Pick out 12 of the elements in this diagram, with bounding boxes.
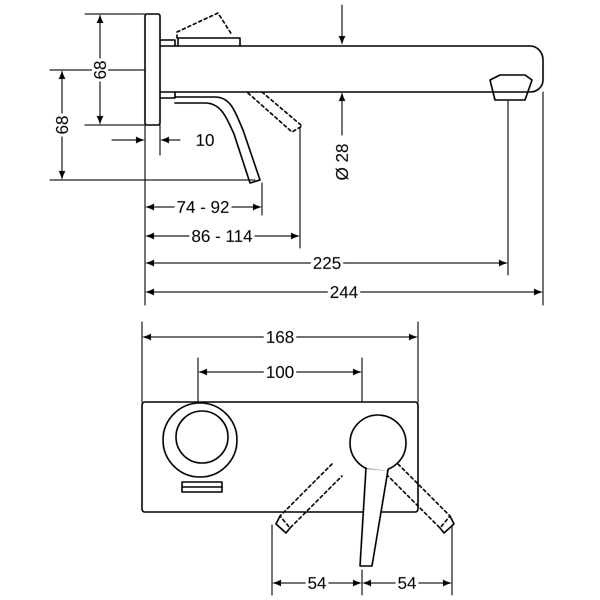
dimension-label: 68 <box>92 58 108 82</box>
dimension-label: 10 <box>194 132 216 148</box>
dimension-label: 68 <box>54 114 70 136</box>
dimension-label: 54 <box>306 575 328 591</box>
dimension-label: 225 <box>310 254 344 272</box>
dimension-label: 168 <box>264 328 296 346</box>
dimension-label: 54 <box>396 575 418 591</box>
dimension-label: 100 <box>264 364 296 380</box>
dimension-label: 244 <box>328 284 360 300</box>
dimension-label: 74 - 92 <box>174 198 232 216</box>
dimension-label: Ø 28 <box>334 142 350 182</box>
dimension-label: 86 - 114 <box>189 228 255 244</box>
